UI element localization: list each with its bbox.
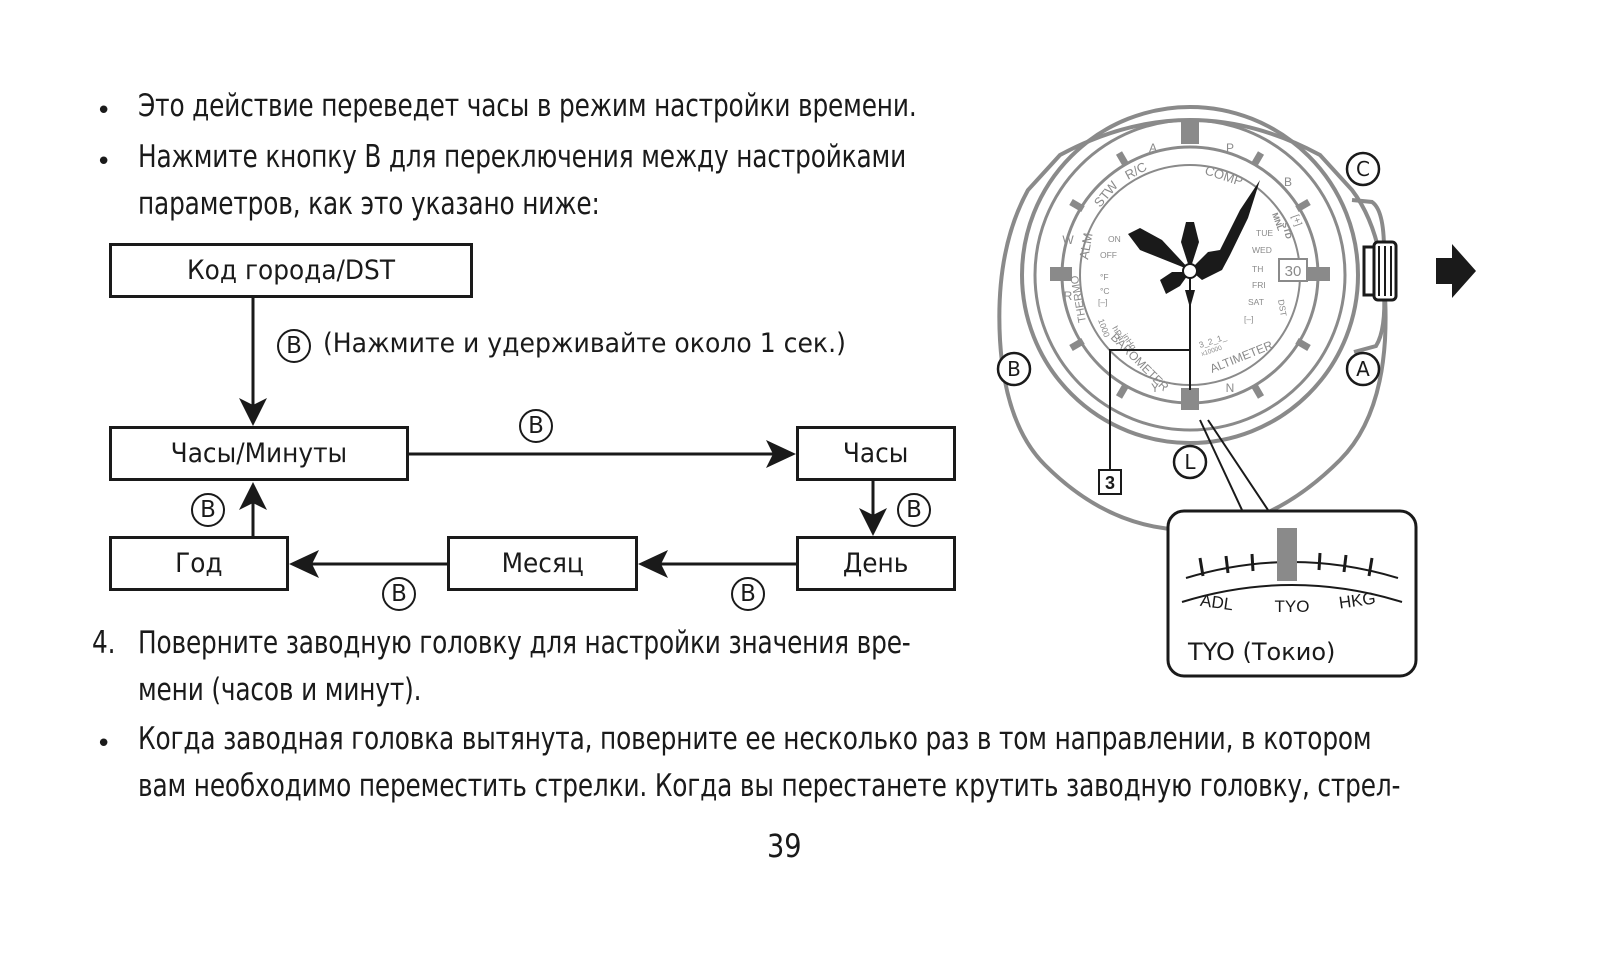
city-label: HKG xyxy=(1338,589,1377,613)
subdial-label: DST xyxy=(1276,299,1289,317)
city-label: ADL xyxy=(1199,591,1234,614)
subdial-label: [–] xyxy=(1244,314,1253,324)
detail-callout xyxy=(1166,509,1418,678)
step-4-line-1: Поверните заводную головку для настройки… xyxy=(138,625,911,661)
flow-arrows xyxy=(239,298,887,578)
subdial-label: TUE xyxy=(1256,228,1273,238)
hold-note: (Нажмите и удерживайте около 1 сек.) xyxy=(323,328,846,359)
button-c-icon xyxy=(1345,151,1381,187)
subdial-label: [+] xyxy=(1289,213,1303,228)
flow-box-hour: Часы xyxy=(796,426,956,481)
subdial-label: °C xyxy=(1100,286,1110,296)
bullet-text-1: Это действие переведет часы в режим наст… xyxy=(138,88,917,124)
bezel-letter: A xyxy=(1149,141,1157,155)
button-b-symbol: B xyxy=(897,493,931,527)
ring-label: COMP xyxy=(1203,163,1245,189)
flow-box-city-code: Код города/DST xyxy=(109,243,473,298)
button-l-icon xyxy=(1172,444,1208,480)
date-window-value: 30 xyxy=(1285,263,1302,280)
watch-illustration: A P B R W Y N STW R/C COMP ALM THERMO BA… xyxy=(996,105,1476,678)
button-b-symbol: B xyxy=(191,493,225,527)
bezel-letter: N xyxy=(1226,381,1235,395)
button-b-label: B xyxy=(1007,357,1021,381)
detail-tyo-marker xyxy=(1277,528,1297,581)
button-b-symbol: B xyxy=(382,577,416,611)
bullet-text-2-cont: параметров, как это указано ниже: xyxy=(138,186,600,222)
button-b-symbol: B xyxy=(519,409,553,443)
callout-number: 3 xyxy=(1105,473,1115,493)
bottom-bullet-line-1: Когда заводная головка вытянута, поверни… xyxy=(138,721,1372,757)
button-c-label: C xyxy=(1356,157,1370,181)
date-window xyxy=(1278,258,1308,282)
subdial-label: STD xyxy=(1280,221,1294,240)
flow-box-hours-minutes: Часы/Минуты xyxy=(109,426,409,481)
button-a-icon xyxy=(1345,351,1381,387)
step-4-line-2: мени (часов и минут). xyxy=(138,672,422,708)
button-b-symbol: B xyxy=(277,329,311,363)
subdial-label: TH xyxy=(1252,264,1263,274)
bezel-letter: W xyxy=(1062,233,1074,247)
bottom-bullet-line-2: вам необходимо переместить стрелки. Когд… xyxy=(138,768,1401,804)
detail-caption: TYO (Токио) xyxy=(1187,638,1335,666)
button-b-icon xyxy=(996,351,1032,387)
bullet-dot: • xyxy=(96,729,112,759)
bezel-letter: Y xyxy=(1151,381,1159,395)
city-label: TYO xyxy=(1275,597,1310,616)
subdial-label: [–] xyxy=(1098,297,1107,307)
subdial-label: WED xyxy=(1252,245,1272,255)
subdial-label: OFF xyxy=(1100,250,1117,260)
page-number: 39 xyxy=(767,827,802,865)
button-b-symbol: B xyxy=(731,577,765,611)
pull-arrow-icon xyxy=(1436,244,1476,298)
subdial-label: FRI xyxy=(1252,280,1266,290)
callout-box xyxy=(1098,469,1122,495)
button-l-label: L xyxy=(1184,450,1196,474)
button-a-label: A xyxy=(1356,357,1370,381)
flow-box-month: Месяц xyxy=(447,536,638,591)
watch-hands xyxy=(1128,180,1260,390)
bullet-dot: • xyxy=(96,147,112,177)
bezel-letter: P xyxy=(1226,141,1234,155)
ring-label: ALM xyxy=(1076,232,1095,261)
subdial-label: °F xyxy=(1100,272,1109,282)
subdial-label: SAT xyxy=(1248,297,1264,307)
flow-box-day: День xyxy=(796,536,956,591)
subdial-label: ON xyxy=(1108,234,1121,244)
bezel-letter: B xyxy=(1284,175,1292,189)
bullet-text-2: Нажмите кнопку B для переключения между … xyxy=(138,139,907,175)
bullet-dot: • xyxy=(96,96,112,126)
bezel-letter: R xyxy=(1064,289,1073,303)
step-number: 4. xyxy=(92,625,116,661)
ring-label: THERMO xyxy=(1069,274,1089,323)
flow-box-year: Год xyxy=(109,536,289,591)
